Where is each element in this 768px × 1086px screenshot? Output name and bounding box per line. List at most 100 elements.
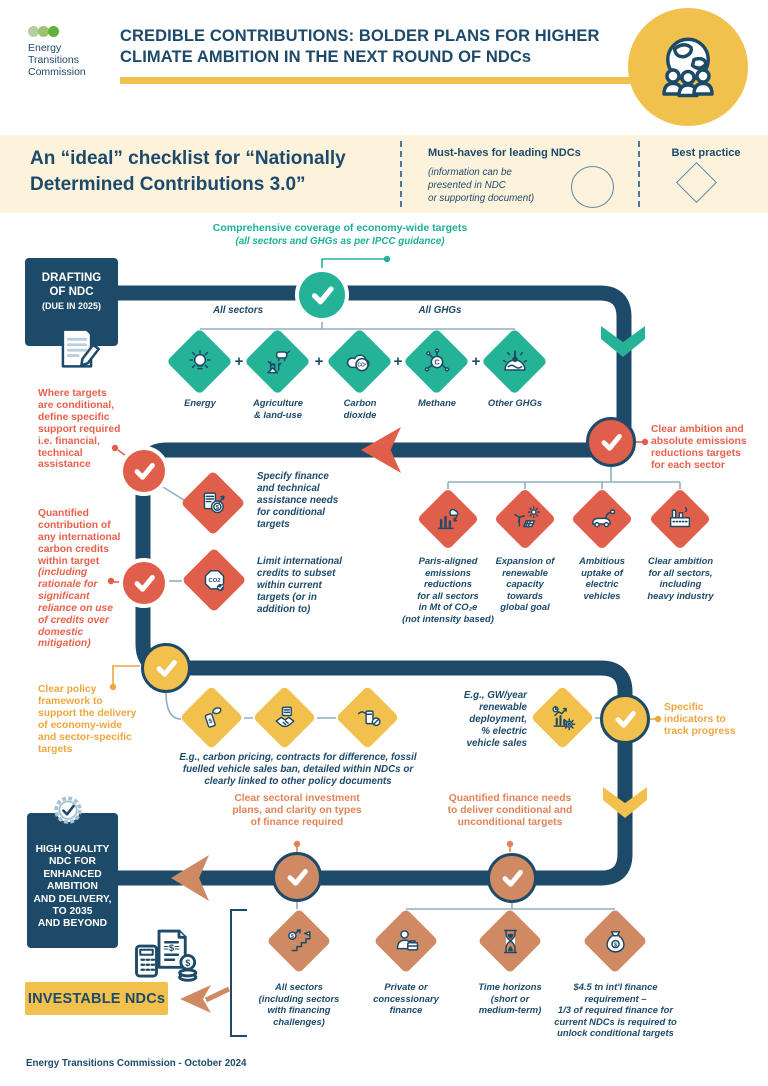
svg-text:C: C: [434, 357, 440, 366]
diamond-contracts: [252, 685, 317, 750]
quality-badge-icon: [54, 796, 82, 824]
svg-text:$: $: [215, 504, 219, 510]
ghg-label-agriculture: Agriculture & land-use: [252, 397, 303, 420]
ghg-label-methane: Methane: [417, 397, 457, 408]
ghg-label-co2: Carbon dioxide: [343, 397, 377, 420]
check-icon: [134, 462, 155, 480]
diamond-methane: C: [403, 328, 470, 395]
checklist-title: An “ideal” checklist for “Nationally Det…: [30, 148, 346, 195]
check-node-clear-ambition: [586, 417, 636, 467]
chart-gear-icon: [551, 705, 575, 730]
limit-credits-label: Limit international credits to subset wi…: [257, 556, 342, 615]
all-sectors-label: All sectors: [212, 305, 264, 316]
check-icon: [311, 286, 334, 305]
quantified-finance-label: Quantified finance needs to deliver cond…: [447, 793, 573, 828]
check-node-quantified-finance: [487, 853, 537, 903]
co2-badge-icon: CO2: [204, 569, 224, 591]
must-haves-note: (information can be presented in NDC or …: [428, 167, 535, 204]
check-icon: [601, 433, 622, 451]
check-icon: [287, 868, 308, 886]
globe-people-icon: [662, 37, 714, 98]
finance-label-intl-finance: $4.5 tn int'l finance requirement – 1/3 …: [554, 981, 677, 1039]
drafting-ndc-subtitle: (DUE IN 2025): [41, 301, 102, 311]
plus-separator-2: +: [314, 353, 324, 370]
check-icon: [156, 659, 177, 677]
specify-finance-label: Specify finance and technical assistance…: [257, 471, 339, 530]
sector-label-electric-vehicles: Ambitious uptake of electric vehicles: [579, 555, 625, 601]
investable-ndcs-box: INVESTABLE NDCs: [25, 982, 168, 1015]
comprehensive-coverage-label: Comprehensive coverage of economy-wide t…: [212, 222, 468, 234]
logo-dot-1: [28, 26, 39, 37]
svg-text:CO²: CO²: [357, 362, 367, 368]
dollar-tag-icon: $: [204, 706, 222, 728]
diamond-private-finance: [373, 908, 439, 974]
indicator-examples-label: E.g., GW/year renewable deployment, % el…: [463, 690, 527, 749]
finance-label-time-horizons: Time horizons (short or medium-term): [478, 981, 542, 1016]
check-node-comprehensive: [295, 268, 349, 322]
ghg-label-other-ghgs: Other GHGs: [487, 397, 543, 408]
check-node-clear-policy: [141, 643, 191, 693]
money-bag-icon: $: [605, 930, 625, 953]
person-briefcase-icon: [396, 929, 418, 951]
clear-policy-label: Clear policy framework to support the de…: [38, 684, 137, 755]
sector-label-heavy-industry: Clear ambition for all sectors, includin…: [647, 555, 714, 601]
diamond-energy: [166, 328, 233, 395]
investable-ndcs-text: INVESTABLE NDCs: [27, 990, 166, 1007]
specific-indicators-label: Specific indicators to track progress: [664, 702, 736, 737]
diamond-agriculture: [244, 328, 311, 395]
where-targets-label: Where targets are conditional, define sp…: [38, 388, 121, 471]
all-ghgs-label: All GHGs: [418, 305, 462, 316]
plus-separator-4: +: [471, 353, 481, 370]
ghg-label-energy: Energy: [184, 397, 216, 408]
factory-icon: [669, 507, 691, 528]
electric-vehicle-icon: [591, 509, 616, 528]
paper-pencil-icon: [61, 328, 100, 368]
diamond-all-sectors-finance: $: [266, 908, 332, 974]
logo-dot-2: [38, 26, 49, 37]
hourglass-icon: [503, 929, 517, 953]
legend-separator-2: [638, 141, 640, 207]
diamond-renewables: [493, 487, 557, 551]
clear-sectoral-label: Clear sectoral investment plans, and cla…: [232, 793, 362, 828]
finance-label-private: Private or concessionary finance: [373, 981, 439, 1016]
high-quality-ndc-text: HIGH QUALITY NDC FOR ENHANCED AMBITION A…: [33, 844, 112, 930]
globe-people-badge: [628, 8, 748, 126]
finance-label-all-sectors: All sectors (including sectors with fina…: [258, 981, 340, 1027]
handshake-contract-icon: [275, 706, 294, 727]
sector-label-renewables: Expansion of renewable capacity towards …: [495, 555, 555, 613]
svg-text:$: $: [613, 942, 616, 948]
diamond-vehicle-ban: [335, 685, 400, 750]
policy-examples-caption: E.g., carbon pricing, contracts for diff…: [179, 752, 417, 787]
best-practice-title: Best practice: [671, 147, 741, 159]
logo: Energy Transitions Commission: [28, 26, 128, 86]
logo-dot-3: [48, 26, 59, 37]
diamond-electric-vehicles: [570, 487, 634, 551]
footer-credit: Energy Transitions Commission - October …: [26, 1058, 247, 1069]
diamond-intl-finance: $: [582, 908, 648, 974]
plus-separator-3: +: [393, 353, 403, 370]
check-node-sectoral-investment: [272, 852, 322, 902]
logo-wordmark: Energy Transitions Commission: [28, 42, 86, 78]
clear-ambition-label: Clear ambition and absolute emissions re…: [651, 424, 747, 471]
check-node-conditional-support: [119, 446, 169, 496]
diamond-other-ghgs: [481, 328, 548, 395]
diamond-specify-finance: $: [180, 470, 246, 536]
diamond-paris-aligned: [416, 487, 480, 551]
agriculture-icon: [266, 350, 290, 373]
drafting-ndc-title: DRAFTING OF NDC: [41, 272, 102, 298]
diamond-indicators: [530, 685, 595, 750]
plus-separator-1: +: [234, 353, 244, 370]
legend-separator-1: [400, 141, 402, 207]
page-title: CREDIBLE CONTRIBUTIONS: BOLDER PLANS FOR…: [120, 27, 600, 66]
co2-cloud-icon: CO²: [346, 353, 370, 371]
lightbulb-icon: [188, 349, 211, 369]
comprehensive-coverage-note: (all sectors and GHGs as per IPCC guidan…: [235, 236, 445, 247]
svg-text:=$=: =$=: [163, 943, 180, 953]
svg-text:$: $: [290, 933, 293, 939]
check-icon: [615, 710, 636, 728]
check-node-indicators: [600, 694, 650, 744]
svg-text:$: $: [185, 958, 190, 968]
wind-solar-icon: [514, 506, 540, 528]
fossil-vehicle-ban-icon: [357, 709, 381, 726]
diamond-heavy-industry: [648, 487, 712, 551]
